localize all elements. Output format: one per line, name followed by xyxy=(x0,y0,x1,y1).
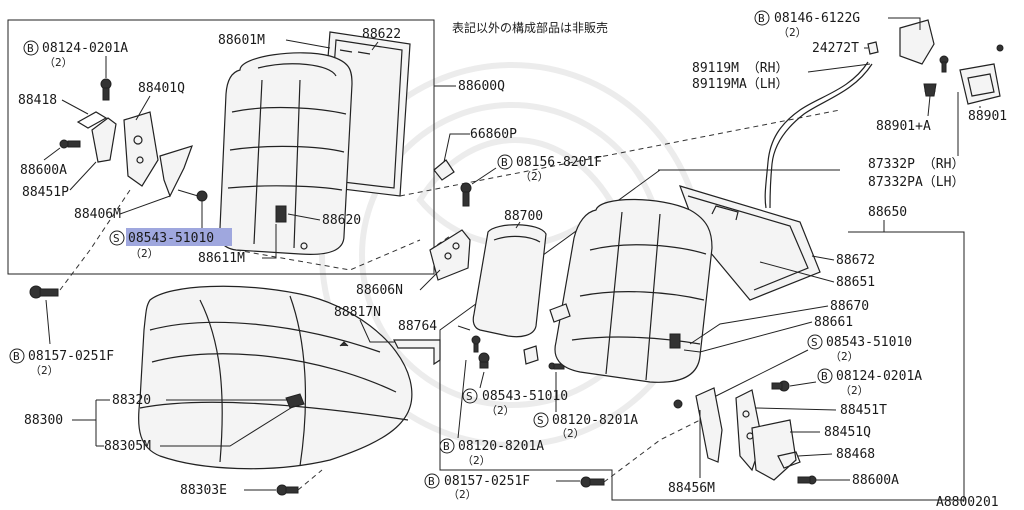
svg-text:B: B xyxy=(428,475,435,488)
label-88600q: 88600Q xyxy=(458,79,505,94)
svg-text:S: S xyxy=(466,390,473,403)
label-88600a-left: 88600A xyxy=(20,163,67,178)
svg-text:（2）: （2） xyxy=(556,427,585,440)
svg-text:B: B xyxy=(501,156,508,169)
label-88305m: 88305M xyxy=(104,439,151,454)
bolt-08157-low xyxy=(580,476,605,488)
left-seatback-group-box xyxy=(7,19,435,275)
label-88764: 88764 xyxy=(398,319,437,334)
drawing-code: A8800201 xyxy=(936,495,999,510)
seat-cushion-illustration xyxy=(138,285,413,470)
label-88451t: 88451T xyxy=(840,403,887,418)
svg-text:（2）: （2） xyxy=(486,404,515,417)
svg-text:B: B xyxy=(13,350,20,363)
cable-latch-assembly xyxy=(764,19,1004,209)
bracket-88817n xyxy=(393,339,441,366)
bolt-88303e xyxy=(276,484,299,496)
label-08146-6122g: 08146-6122G xyxy=(774,11,860,26)
svg-text:（2）: （2） xyxy=(448,488,477,501)
svg-text:B: B xyxy=(758,12,765,25)
svg-text:B: B xyxy=(821,370,828,383)
label-88468: 88468 xyxy=(836,447,875,462)
label-88451p: 88451P xyxy=(22,185,69,200)
label-08124-0201a-right: 08124-0201A xyxy=(836,369,922,384)
left-bolt xyxy=(29,285,59,299)
label-88456m: 88456M xyxy=(668,481,715,496)
svg-text:（2）: （2） xyxy=(778,26,807,39)
svg-text:S: S xyxy=(811,336,818,349)
svg-text:（2）: （2） xyxy=(130,247,159,260)
label-88320: 88320 xyxy=(112,393,151,408)
right-bracket-parts xyxy=(673,380,817,485)
svg-text:B: B xyxy=(443,440,450,453)
label-88401q: 88401Q xyxy=(138,81,185,96)
svg-text:B: B xyxy=(27,42,34,55)
svg-text:（2）: （2） xyxy=(830,350,859,363)
label-89119m: 89119M （RH） xyxy=(692,61,788,76)
label-88670: 88670 xyxy=(830,299,869,314)
label-88303e: 88303E xyxy=(180,483,227,498)
label-08120-8201a-mid: 08120-8201A xyxy=(552,413,638,428)
label-88606n: 88606N xyxy=(356,283,403,298)
label-08156-8201f: 08156-8201F xyxy=(516,155,602,170)
label-88406m: 88406M xyxy=(74,207,121,222)
armrest-88700 xyxy=(472,224,547,338)
label-88620: 88620 xyxy=(322,213,361,228)
label-88611m: 88611M xyxy=(198,251,245,266)
label-88901a: 88901+A xyxy=(876,119,931,134)
label-08543-51010-left[interactable]: 08543-51010 xyxy=(128,231,214,246)
label-88650: 88650 xyxy=(868,205,907,220)
svg-text:（2）: （2） xyxy=(520,170,549,183)
label-89119ma: 89119MA（LH） xyxy=(692,77,788,92)
right-seatback-illustration xyxy=(549,185,821,383)
center-small-parts xyxy=(429,159,472,281)
label-88601m: 88601M xyxy=(218,33,265,48)
label-88672: 88672 xyxy=(836,253,875,268)
label-88622: 88622 xyxy=(362,27,401,42)
label-88901: 88901 xyxy=(968,109,1007,124)
svg-text:S: S xyxy=(113,232,120,245)
svg-text:（2）: （2） xyxy=(462,454,491,467)
label-08124-0201a-top: 08124-0201A xyxy=(42,41,128,56)
label-88300: 88300 xyxy=(24,413,63,428)
label-08543-51010-mid: 08543-51010 xyxy=(482,389,568,404)
label-88700: 88700 xyxy=(504,209,543,224)
label-08543-51010-right: 08543-51010 xyxy=(826,335,912,350)
label-24272t: 24272T xyxy=(812,41,859,56)
label-87332p: 87332P （RH） xyxy=(868,157,964,172)
label-08157-0251f-left: 08157-0251F xyxy=(28,349,114,364)
label-88600a-right: 88600A xyxy=(852,473,899,488)
label-88651: 88651 xyxy=(836,275,875,290)
svg-text:（2）: （2） xyxy=(30,364,59,377)
label-88817n: 88817N xyxy=(334,305,381,320)
label-66860p: 66860P xyxy=(470,127,517,142)
label-87332pa: 87332PA（LH） xyxy=(868,175,964,190)
label-08120-8201a-low: 08120-8201A xyxy=(458,439,544,454)
label-08157-0251f-low: 08157-0251F xyxy=(444,474,530,489)
svg-text:（2）: （2） xyxy=(44,56,73,69)
svg-text:（2）: （2） xyxy=(840,384,869,397)
label-88451q: 88451Q xyxy=(824,425,871,440)
center-screws xyxy=(471,335,565,370)
left-bracket-parts xyxy=(59,78,208,202)
left-seatback-illustration xyxy=(218,31,411,255)
label-88418: 88418 xyxy=(18,93,57,108)
label-88661: 88661 xyxy=(814,315,853,330)
svg-text:S: S xyxy=(537,414,544,427)
note-text: 表記以外の構成部品は非販売 xyxy=(452,20,608,35)
